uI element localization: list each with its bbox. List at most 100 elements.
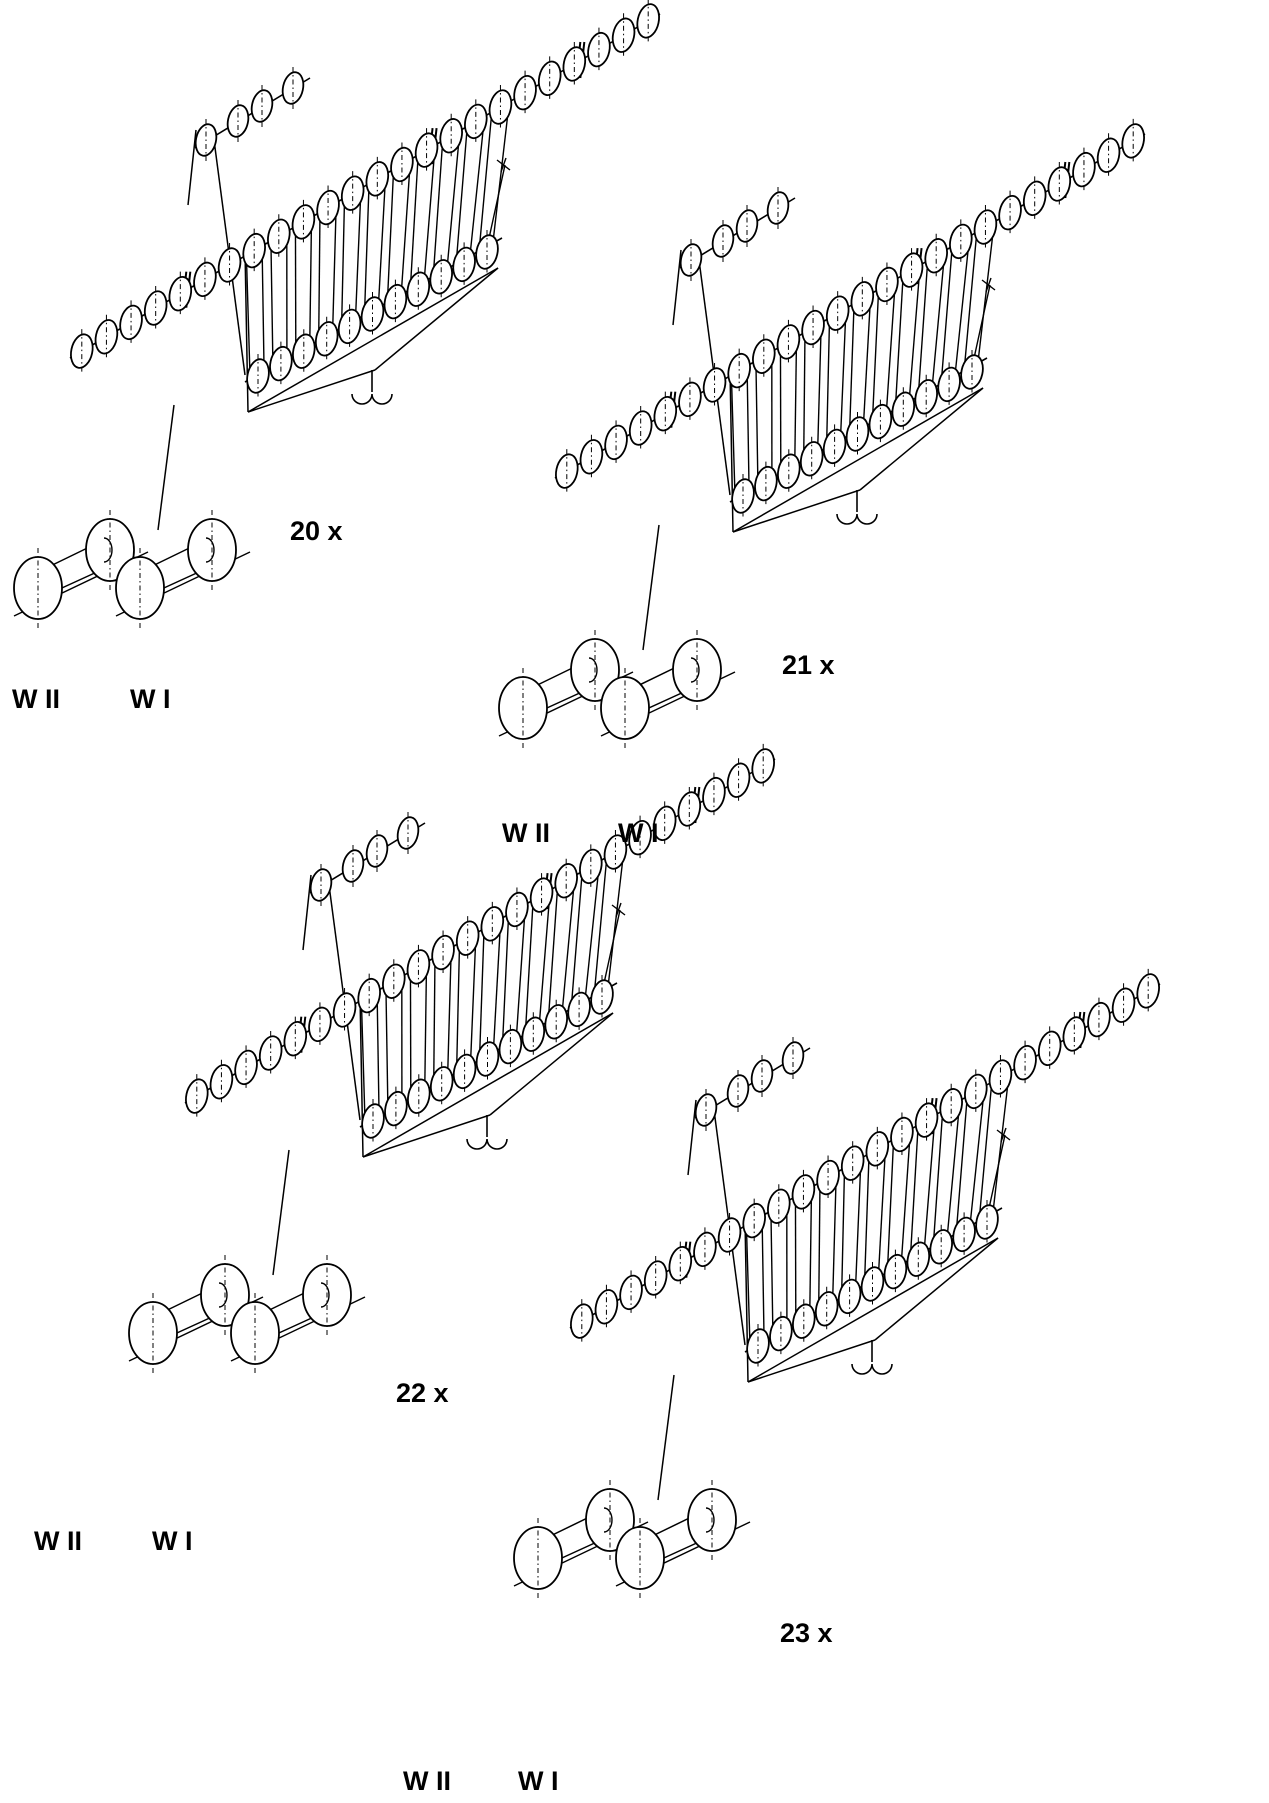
pulley-icon (479, 902, 507, 946)
pulley-icon (306, 1002, 334, 1046)
pulley-icon (313, 317, 341, 361)
pulley-icon (1011, 1041, 1039, 1085)
pulley-icon (404, 267, 432, 311)
reeving-figure-4 (514, 969, 1162, 1600)
pulley-icon (450, 242, 478, 286)
pulley-icon (68, 329, 96, 373)
shaft-wheel-icon (499, 630, 735, 750)
pulley-icon (734, 205, 760, 247)
figure-3-repeat-label: 22 x (396, 1380, 449, 1407)
pulley-icon (790, 1170, 818, 1214)
pulley-icon (249, 85, 275, 127)
pulley-icon (798, 437, 826, 481)
pulley-icon (1021, 176, 1049, 220)
pulley-icon (382, 1087, 410, 1131)
pulley-icon (290, 329, 318, 373)
pulley-icon (716, 1213, 744, 1257)
pulley-icon (889, 387, 917, 431)
pulley-icon (225, 100, 251, 142)
pulley-icon (765, 1184, 793, 1228)
pulley-icon (183, 1074, 211, 1118)
pulley-icon (749, 744, 777, 788)
pulley-icon (191, 257, 219, 301)
pulley-icon (935, 362, 963, 406)
figure-4-shaft-w2-label: W II (403, 1768, 451, 1795)
pulley-icon (634, 0, 662, 43)
figure-1-shaft-w2-label: W II (12, 686, 60, 713)
pulley-icon (428, 1062, 456, 1106)
pulley-icon (725, 1070, 751, 1112)
pulley-icon (473, 230, 501, 274)
pulley-icon (257, 1031, 285, 1075)
pulley-icon (511, 71, 539, 115)
pulley-icon (844, 412, 872, 456)
pulley-icon (427, 255, 455, 299)
pulley-icon (927, 1225, 955, 1269)
pulley-icon (1110, 983, 1138, 1027)
pulley-icon (405, 945, 433, 989)
pulley-icon (565, 987, 593, 1031)
pulley-icon (752, 462, 780, 506)
pulley-icon (240, 229, 268, 273)
pulley-icon (314, 186, 342, 230)
figure-2-repeat-label: 21 x (782, 652, 835, 679)
pulley-icon (780, 1037, 806, 1079)
pulley-icon (799, 306, 827, 350)
pulley-icon (836, 1274, 864, 1318)
pulley-icon (474, 1037, 502, 1081)
pulley-icon (700, 773, 728, 817)
pulley-icon (193, 119, 219, 161)
figure-1-shaft-w1-label: W I (130, 686, 171, 713)
figure-4-repeat-label: 23 x (780, 1620, 833, 1647)
pulley-icon (568, 1299, 596, 1343)
pulley-icon (912, 375, 940, 419)
pulley-icon (1134, 969, 1162, 1013)
pulley-icon (454, 916, 482, 960)
pulley-icon (617, 1270, 645, 1314)
pulley-icon (359, 292, 387, 336)
pulley-icon (849, 277, 877, 321)
pulley-icon (693, 1089, 719, 1131)
pulley-icon (208, 1060, 236, 1104)
pulley-icon (775, 449, 803, 493)
pulley-icon (339, 171, 367, 215)
pulley-icon (610, 13, 638, 57)
pulley-icon (429, 931, 457, 975)
figure-3-shaft-w2-label: W II (34, 1528, 82, 1555)
pulley-icon (355, 974, 383, 1018)
figure-3-shaft-w1-label: W I (152, 1528, 193, 1555)
pulley-icon (232, 1045, 260, 1089)
pulley-icon (336, 304, 364, 348)
pulley-icon (267, 342, 295, 386)
pulley-icon (859, 1262, 887, 1306)
pulley-icon (536, 56, 564, 100)
pulley-icon (380, 959, 408, 1003)
pulley-icon (950, 1212, 978, 1256)
pulley-icon (725, 349, 753, 393)
pulley-icon (93, 315, 121, 359)
figure-2-shaft-w1-label: W I (618, 820, 659, 847)
pulley-icon (839, 1141, 867, 1185)
pulley-icon (117, 300, 145, 344)
pulley-icon (873, 262, 901, 306)
pulley-icon (451, 1049, 479, 1093)
pulley-icon (585, 28, 613, 72)
pulley-icon (790, 1299, 818, 1343)
figure-2-shaft-w2-label: W II (502, 820, 550, 847)
pulley-icon (821, 424, 849, 468)
pulley-icon (725, 758, 753, 802)
pulley-icon (602, 420, 630, 464)
pulley-icon (395, 812, 421, 854)
pulley-icon (701, 363, 729, 407)
pulley-icon (331, 988, 359, 1032)
pulley-icon (749, 1055, 775, 1097)
pulley-icon (553, 449, 581, 493)
pulley-icon (750, 334, 778, 378)
pulley-icon (1036, 1026, 1064, 1070)
shaft-wheel-icon (129, 1255, 365, 1375)
pulley-icon (740, 1199, 768, 1243)
pulley-icon (627, 406, 655, 450)
pulley-icon (280, 67, 306, 109)
pulley-icon (265, 214, 293, 258)
pulley-icon (142, 286, 170, 330)
